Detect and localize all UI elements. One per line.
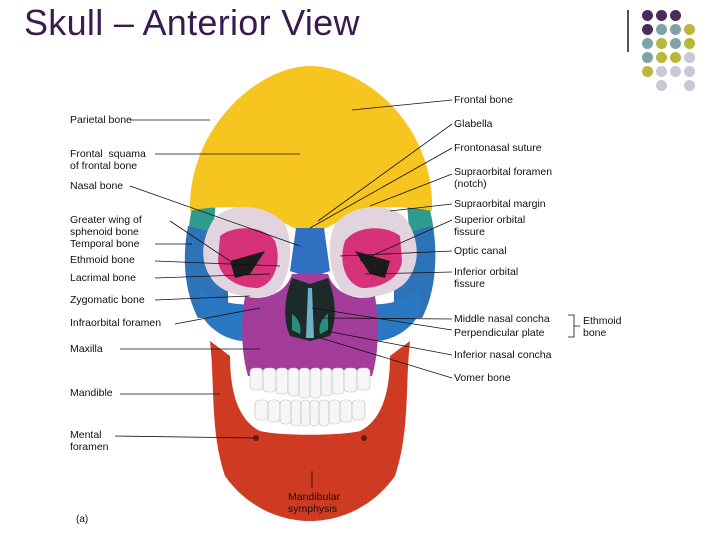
- deco-dot: [684, 66, 695, 77]
- label-middle-nasal-concha: Middle nasal concha: [454, 313, 550, 325]
- label-frontal-bone: Frontal bone: [454, 94, 513, 106]
- deco-dot: [656, 52, 667, 63]
- deco-dot: [656, 10, 667, 21]
- deco-dot: [684, 38, 695, 49]
- label-inferior-orbital-fissure: Inferior orbital fissure: [454, 266, 519, 290]
- label-temporal-bone: Temporal bone: [70, 238, 140, 250]
- label-maxilla: Maxilla: [70, 343, 103, 355]
- mental-foramen-right: [361, 435, 367, 441]
- deco-dot: [656, 24, 667, 35]
- label-infraorbital-foramen: Infraorbital foramen: [70, 317, 162, 329]
- label-superior-orbital-fissure: Superior orbital fissure: [454, 214, 526, 238]
- zygomatic-bone-left: [200, 286, 255, 341]
- title-divider: [627, 10, 629, 52]
- deco-dot: [642, 66, 653, 77]
- deco-dot: [670, 24, 681, 35]
- deco-dot: [642, 24, 653, 35]
- label-supraorbital-foramen: Supraorbital foramen (notch): [454, 166, 553, 190]
- deco-dot: [670, 10, 681, 21]
- skull-illustration: [114, 66, 580, 521]
- deco-dot: [684, 24, 695, 35]
- mental-foramen-left: [253, 435, 259, 441]
- deco-dot: [656, 66, 667, 77]
- deco-dot: [684, 80, 695, 91]
- deco-dot: [670, 38, 681, 49]
- vomer-bone: [306, 288, 314, 338]
- nasal-concha-right: [319, 314, 328, 334]
- mandible: [210, 341, 410, 521]
- deco-dot: [656, 38, 667, 49]
- label-frontal-squama: Frontal squama of frontal bone: [70, 148, 146, 172]
- decorative-dot-grid: [642, 10, 720, 120]
- label-inferior-nasal-concha: Inferior nasal concha: [454, 349, 552, 361]
- label-optic-canal: Optic canal: [454, 245, 507, 257]
- left-leader-lines: [114, 119, 301, 439]
- deco-dot: [642, 38, 653, 49]
- deco-dot: [670, 52, 681, 63]
- label-mandibular-symphysis: Mandibular symphysis: [288, 491, 340, 515]
- deco-dot: [642, 52, 653, 63]
- label-mental-foramen: Mental foramen: [70, 429, 109, 453]
- panel-label: (a): [76, 514, 89, 525]
- deco-dot: [642, 10, 653, 21]
- orbital-fissure-right: [355, 251, 390, 278]
- zygomatic-bone-right: [365, 286, 420, 341]
- upper-teeth: [249, 367, 371, 399]
- label-lacrimal-bone: Lacrimal bone: [70, 272, 136, 284]
- label-vomer-bone: Vomer bone: [454, 372, 511, 384]
- slide-title: Skull – Anterior View: [24, 2, 360, 43]
- label-ethmoid-group: Ethmoid bone: [583, 315, 622, 339]
- ethmoid-bracket: [568, 314, 580, 338]
- label-greater-wing-sphenoid: Greater wing of sphenoid bone: [70, 214, 142, 238]
- deco-dot: [670, 66, 681, 77]
- nasal-bone: [290, 228, 330, 278]
- label-supraorbital-margin: Supraorbital margin: [454, 198, 546, 210]
- label-frontonasal-suture: Frontonasal suture: [454, 142, 542, 154]
- label-nasal-bone: Nasal bone: [70, 180, 124, 192]
- right-leader-lines: [309, 99, 453, 488]
- nasal-concha-left: [292, 314, 301, 334]
- label-glabella: Glabella: [454, 118, 493, 130]
- lower-teeth: [254, 399, 366, 427]
- label-zygomatic-bone: Zygomatic bone: [70, 294, 145, 306]
- deco-dot: [656, 80, 667, 91]
- deco-dot: [684, 52, 695, 63]
- skull-figure: Parietal bone Frontal squama of frontal …: [60, 56, 636, 532]
- label-ethmoid-bone: Ethmoid bone: [70, 254, 135, 266]
- label-parietal-bone: Parietal bone: [70, 114, 132, 126]
- label-perpendicular-plate: Perpendicular plate: [454, 327, 545, 339]
- label-mandible: Mandible: [70, 387, 113, 399]
